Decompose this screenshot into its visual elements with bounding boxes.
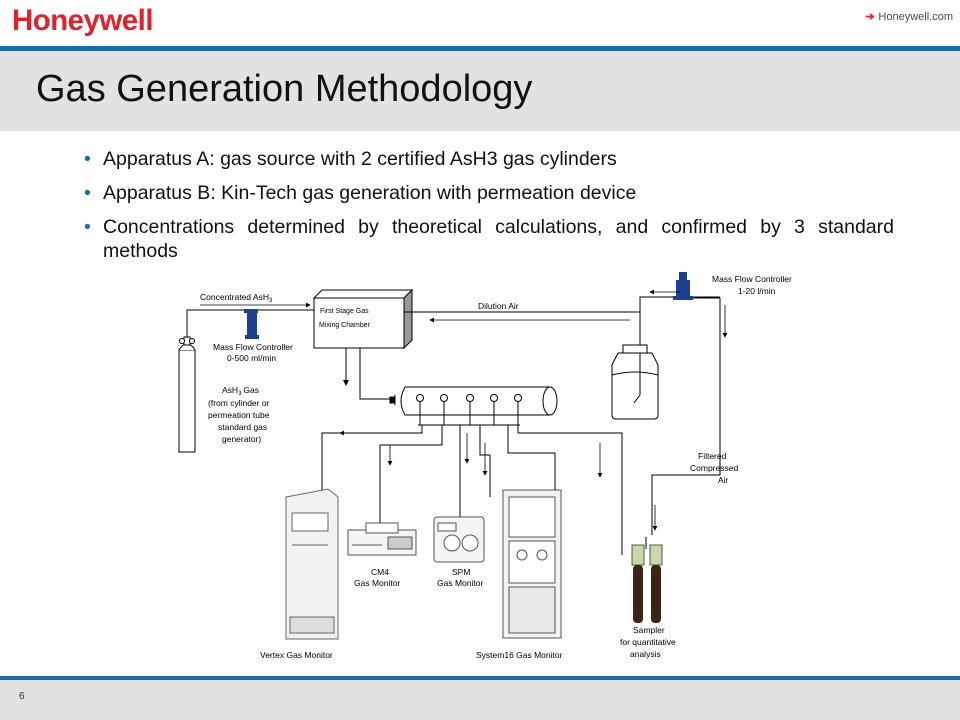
- sampler-label-1: Sampler: [633, 625, 665, 635]
- page-number: 6: [19, 691, 25, 702]
- vertex-label: Vertex Gas Monitor: [260, 650, 333, 660]
- filtered-label-3: Air: [718, 475, 729, 485]
- bullet-item: Apparatus B: Kin-Tech gas generation wit…: [84, 181, 894, 205]
- first-stage-label-2: Mixing Chamber: [319, 322, 371, 329]
- mfc-top-label-2: 1-20 l/min: [738, 286, 776, 296]
- bubbler-bottle: [611, 344, 659, 420]
- spm-gas-monitor: [433, 516, 485, 563]
- ash3-gas-label-2: (from cylinder or: [208, 398, 270, 408]
- filtered-label-2: Compressed: [690, 463, 738, 473]
- sampler-tubes: [631, 537, 663, 623]
- bullet-item: Concentrations determined by theoretical…: [84, 215, 894, 263]
- bullet-item: Apparatus A: gas source with 2 certified…: [84, 147, 894, 171]
- dilution-air-label: Dilution Air: [478, 301, 519, 311]
- system16-gas-monitor: [502, 489, 562, 639]
- mfc-left-label-1: Mass Flow Controller: [213, 342, 293, 352]
- ash3-gas-label-5: generator): [222, 434, 261, 444]
- mfc-left-label-2: 0-500 ml/min: [227, 353, 276, 363]
- honeywell-logo[interactable]: Honeywell: [12, 4, 153, 37]
- first-stage-mixing-chamber: [312, 288, 414, 350]
- ash3-gas-label-4: standard gas: [218, 422, 267, 432]
- honeywell-com-link-label: Honeywell.com: [878, 10, 953, 23]
- bullet-list: Apparatus A: gas source with 2 certified…: [84, 147, 894, 273]
- mass-flow-controller-left: [244, 309, 259, 339]
- cm4-label-1: CM4: [371, 567, 389, 577]
- title-bar: [0, 51, 960, 131]
- footer-rule: [0, 676, 960, 680]
- mass-flow-controller-top: [673, 272, 693, 300]
- first-stage-label-1: First Stage Gas: [320, 308, 369, 315]
- filtered-label-1: Filtered: [698, 451, 727, 461]
- sampler-label-2: for quantitative: [620, 637, 676, 647]
- gas-cylinder: [178, 336, 196, 453]
- concentrated-ash3-label: Concentrated AsH3: [200, 292, 273, 304]
- apparatus-diagram: Concentrated AsH3 Mass Flow Controller 0…: [178, 272, 792, 660]
- arrow-right-icon: ➔: [865, 11, 875, 23]
- page-title: Gas Generation Methodology: [36, 68, 533, 110]
- manifold-tube: [389, 386, 558, 416]
- vertex-gas-monitor: [285, 488, 339, 640]
- sampler-label-3: analysis: [630, 649, 661, 659]
- ash3-gas-label-3: permeation tube: [208, 410, 270, 420]
- spm-label-1: SPM: [452, 567, 470, 577]
- header-rule: [0, 46, 960, 51]
- cm4-gas-monitor: [347, 522, 417, 556]
- footer-bar: [0, 680, 960, 720]
- mfc-top-label-1: Mass Flow Controller: [712, 274, 792, 284]
- system16-label: System16 Gas Monitor: [476, 650, 563, 660]
- honeywell-com-link[interactable]: ➔ Honeywell.com: [865, 10, 953, 24]
- cm4-label-2: Gas Monitor: [354, 578, 400, 588]
- spm-label-2: Gas Monitor: [437, 578, 483, 588]
